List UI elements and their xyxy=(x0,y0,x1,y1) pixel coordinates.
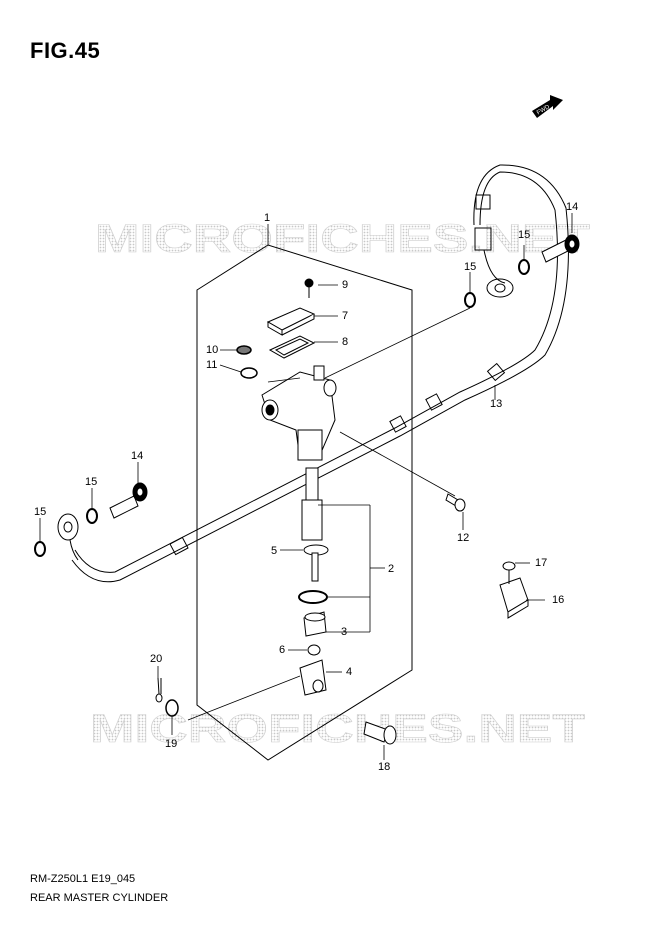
callout-18: 18 xyxy=(378,761,391,773)
callout-14-right: 14 xyxy=(566,201,579,213)
section-name: REAR MASTER CYLINDER xyxy=(30,892,169,904)
cap-screw xyxy=(304,278,314,298)
callout-2: 2 xyxy=(388,563,395,575)
banjo-bolt-left xyxy=(109,482,148,519)
callout-1: 1 xyxy=(264,212,271,224)
callout-15-a: 15 xyxy=(518,229,531,241)
callout-6: 6 xyxy=(279,644,286,656)
banjo-bolt-right xyxy=(541,234,580,263)
mounting-bolt xyxy=(445,493,466,512)
pushrod-assembly xyxy=(298,467,329,696)
callout-9: 9 xyxy=(342,279,349,291)
callout-20: 20 xyxy=(150,653,163,665)
callout-8: 8 xyxy=(342,336,349,348)
diaphragm xyxy=(268,335,316,359)
brake-hose xyxy=(57,164,569,583)
watermark-top: MICROFICHES.NET xyxy=(95,217,590,261)
model-code: RM-Z250L1 E19_045 xyxy=(30,873,136,885)
plate-and-oring xyxy=(236,345,258,379)
clevis-pin xyxy=(363,721,397,745)
callout-12: 12 xyxy=(457,532,470,544)
cotter-pin xyxy=(155,677,163,703)
callout-11: 11 xyxy=(206,359,218,371)
leader-lines xyxy=(39,213,573,760)
master-cylinder-body xyxy=(261,365,337,461)
callout-15-b: 15 xyxy=(464,261,477,273)
callout-17: 17 xyxy=(535,557,548,569)
fwd-arrow-icon: FWD xyxy=(532,95,563,118)
callout-16: 16 xyxy=(552,594,565,606)
callout-13: 13 xyxy=(490,398,503,410)
reservoir-cap xyxy=(266,307,316,336)
callout-5: 5 xyxy=(271,545,278,557)
callout-19: 19 xyxy=(165,738,178,750)
figure-title: FIG.45 xyxy=(30,38,101,63)
washers xyxy=(34,259,530,557)
callout-14-left: 14 xyxy=(131,450,144,462)
callout-4: 4 xyxy=(346,666,353,678)
callout-3: 3 xyxy=(341,626,348,638)
callout-15-c: 15 xyxy=(85,476,98,488)
callout-7: 7 xyxy=(342,310,349,322)
callout-15-d: 15 xyxy=(34,506,47,518)
callout-10: 10 xyxy=(206,344,219,356)
hose-clamp xyxy=(499,561,529,619)
